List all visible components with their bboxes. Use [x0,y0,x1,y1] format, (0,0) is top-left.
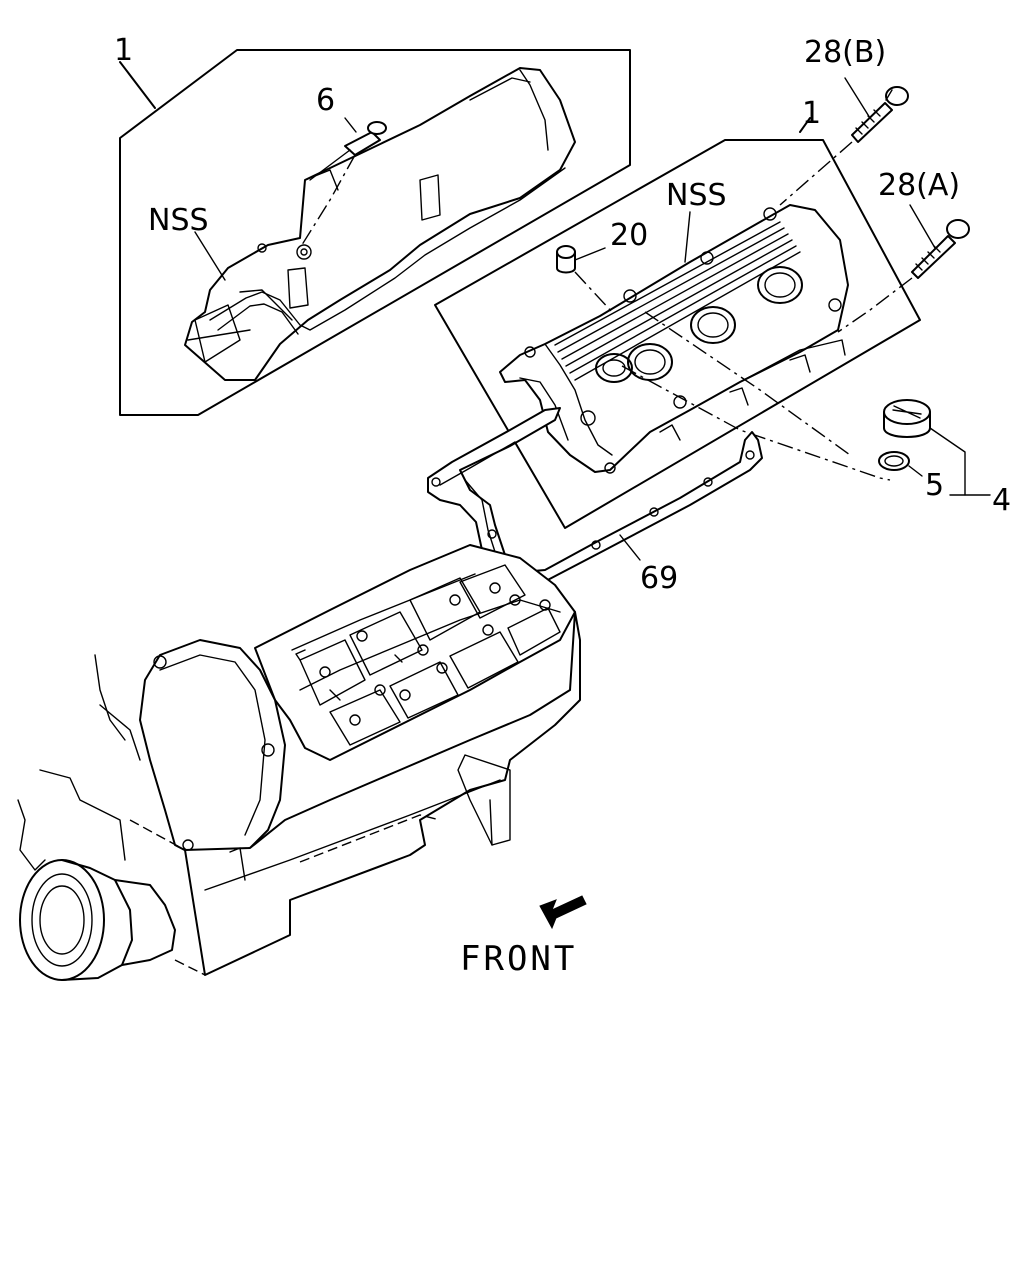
bolt-part-28a [837,204,970,333]
right-cover-callout [434,117,921,529]
callout-4-oil-cap: 4 [992,483,1011,518]
bolt-part-28b [779,77,909,206]
arrow-down-left-icon [539,895,587,930]
callout-6-stud: 6 [316,83,335,118]
stud-part-6 [299,117,387,249]
callout-1-left: 1 [114,33,133,68]
left-cover-callout-box [119,49,631,416]
oil-cap-seal-part-5 [878,451,923,477]
oil-cap-centerline [621,365,891,481]
oil-cap-part-4 [883,399,991,496]
left-cover-callout [119,49,631,416]
callout-28b: 28(B) [804,35,886,70]
callout-1-right: 1 [802,96,821,131]
right-cover-callout-box [434,139,921,529]
front-direction [539,895,587,930]
engine-block [17,544,581,981]
left-valve-cover [184,67,576,381]
front-label: FRONT [460,939,577,979]
callout-28a: 28(A) [878,168,960,203]
callout-nss-right: NSS [666,178,727,213]
callout-5-seal: 5 [925,468,944,503]
callout-nss-left: NSS [148,203,209,238]
right-valve-cover [499,204,849,474]
grommet-part-20 [556,245,613,313]
callout-20-grommet: 20 [610,218,648,253]
callout-69-gasket: 69 [640,561,678,596]
